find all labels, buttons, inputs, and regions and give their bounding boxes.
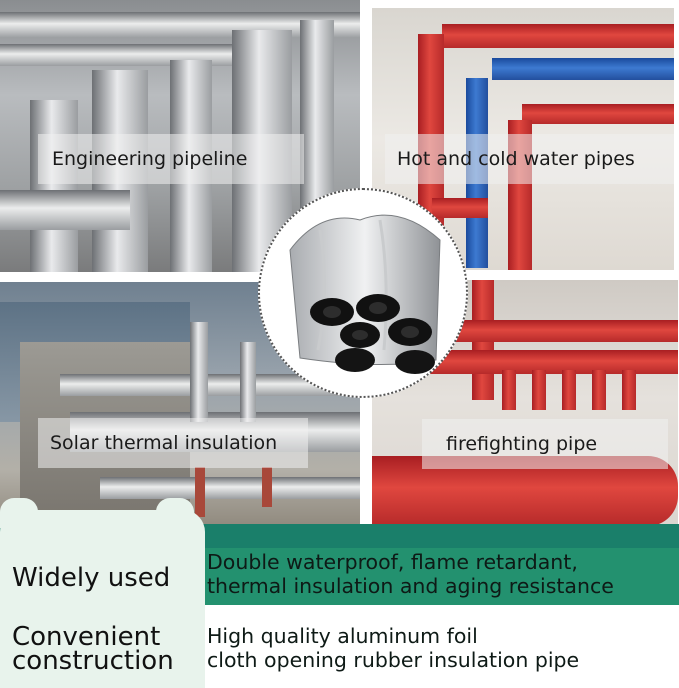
- feature-label-widely-used: Widely used: [12, 563, 171, 593]
- feature-label-panel: [0, 510, 205, 688]
- feature-description-line: High quality aluminum foil: [207, 624, 478, 648]
- caption-text: firefighting pipe: [446, 433, 598, 455]
- caption-firefighting-pipe: firefighting pipe: [422, 419, 668, 469]
- caption-text: Engineering pipeline: [52, 148, 248, 170]
- caption-solar-thermal-insulation: Solar thermal insulation: [38, 418, 308, 468]
- caption-text: Solar thermal insulation: [50, 432, 278, 454]
- caption-hot-cold-water-pipes: Hot and cold water pipes: [385, 134, 674, 184]
- feature-label-convenient: Convenient: [12, 622, 161, 652]
- feature-label-construction: construction: [12, 646, 174, 676]
- product-rolls-icon: [289, 214, 441, 374]
- feature-description-line: cloth opening rubber insulation pipe: [207, 648, 580, 672]
- product-rolls-image: [258, 188, 468, 398]
- feature-band-plain: [205, 605, 679, 688]
- feature-description-line: Double waterproof, flame retardant,: [207, 550, 578, 574]
- caption-text: Hot and cold water pipes: [397, 148, 635, 170]
- caption-engineering-pipeline: Engineering pipeline: [38, 134, 304, 184]
- feature-description-line: thermal insulation and aging resistance: [207, 574, 614, 598]
- feature-band-highlight: [205, 548, 679, 605]
